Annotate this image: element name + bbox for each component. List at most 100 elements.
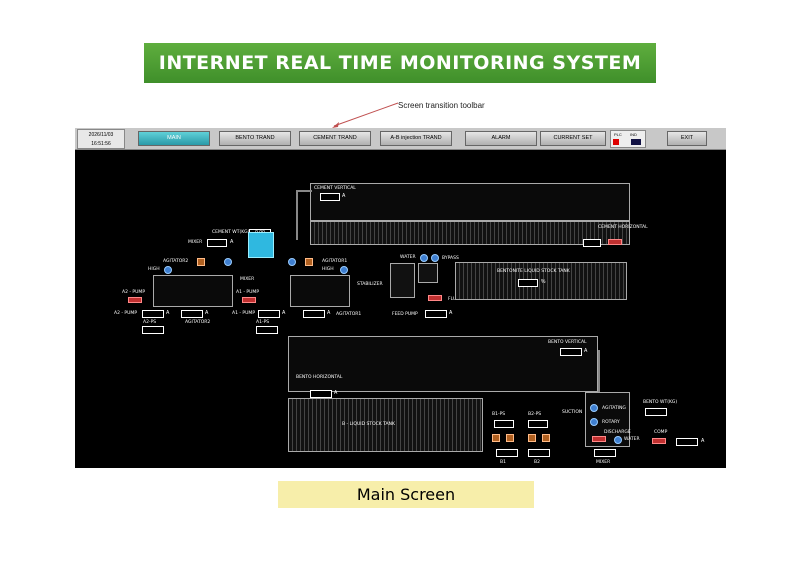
a2-pump-value: [142, 310, 164, 318]
bento-horizontal-value: [310, 390, 332, 398]
agitator1-value: [303, 310, 325, 318]
feed-pump-value: [425, 310, 447, 318]
cement-pipe-vertical: [296, 190, 298, 240]
ab-injection-trand-button[interactable]: A-B injection TRAND: [380, 131, 452, 146]
mixer2-discharge-motor: [592, 436, 606, 442]
unit-a: A: [584, 348, 588, 354]
bypass-valve: [431, 254, 439, 262]
b1-label: B1: [500, 460, 506, 465]
bento-pipe-vertical: [598, 350, 600, 420]
high-label-2: HIGH: [322, 267, 334, 272]
b2-ps-label: B2-PS: [528, 412, 542, 417]
exit-button[interactable]: EXIT: [667, 131, 707, 146]
date-text: 2026/11/03: [88, 132, 114, 138]
agitator2-value: [181, 310, 203, 318]
mixer-vessel: [248, 232, 274, 258]
mixer-current-value: [207, 239, 227, 247]
datetime-display: 2026/11/03 16:51:56: [77, 129, 125, 149]
rotary-indicator: [590, 418, 598, 426]
mixer2-value: [594, 449, 616, 457]
agitator1-bottom-label: AGITATOR1: [336, 312, 362, 317]
fluid-pump-motor: [428, 295, 442, 301]
bento-horizontal-label: BENTO HORIZONTAL: [296, 375, 343, 380]
b1-value: [496, 449, 518, 457]
b1-ps-value: [494, 420, 514, 428]
annotation-arrow: [332, 102, 399, 128]
plc-status: PLC IND: [610, 130, 646, 148]
agitator1-motor: [305, 258, 313, 266]
a1-ps-value: [256, 326, 278, 334]
mixer2-label: MIXER: [596, 460, 611, 465]
agitator2-motor: [197, 258, 205, 266]
stabilizer-screen: [418, 263, 438, 283]
agitator1-level-sensor: [288, 258, 296, 266]
discharge-label: DISCHARGE: [604, 430, 631, 435]
cement-horizontal-conveyor: [310, 221, 630, 245]
b1-ps-label: B1-PS: [492, 412, 506, 417]
a2-pump-top-label: A2 - PUMP: [122, 290, 146, 295]
water2-label: WATER: [624, 437, 640, 442]
current-set-button[interactable]: CURRENT SET: [540, 131, 606, 146]
a1-pump-label: A1 - PUMP: [232, 311, 256, 316]
cement-pipe-top: [296, 190, 312, 192]
b2-pump-motor: [528, 434, 536, 442]
bypass-label: BYPASS: [442, 256, 459, 261]
a1-ps-label: A1-PS: [256, 320, 270, 325]
cement-horizontal-motor: [608, 239, 622, 245]
a2-pump-label: A2 - PUMP: [114, 311, 138, 316]
stabilizer-panel: [390, 263, 415, 298]
comp-motor: [652, 438, 666, 444]
annotation-label: Screen transition toolbar: [398, 101, 485, 110]
cement-horizontal-label: CEMENT HORIZONTAL: [598, 225, 648, 230]
main-screen-caption: Main Screen: [278, 481, 534, 508]
b2-ps-value: [528, 420, 548, 428]
b2-pump-motor-2: [542, 434, 550, 442]
unit-a: A: [449, 310, 453, 316]
a1-pump-motor: [242, 297, 256, 303]
bento-trand-button[interactable]: BENTO TRAND: [219, 131, 291, 146]
agitating-label: AGITATING: [602, 406, 626, 411]
unit-a: A: [230, 239, 234, 245]
cement-horizontal-value: [583, 239, 601, 247]
cement-vertical-label: CEMENT VERTICAL: [314, 186, 356, 191]
a2-ps-label: A2-PS: [143, 320, 157, 325]
bentonite-stock-tank: [455, 262, 627, 300]
a1-pump-value: [258, 310, 280, 318]
unit-a: A: [282, 310, 286, 316]
a1-pump-top-label: A1 - PUMP: [236, 290, 260, 295]
bento-wt-value: [645, 408, 667, 416]
stabilizer-label: STABILIZER: [357, 282, 383, 287]
water-valve: [420, 254, 428, 262]
b1-pump-motor-2: [506, 434, 514, 442]
bento-vertical-silo: [288, 336, 598, 392]
unit-a: A: [334, 390, 338, 396]
cement-wt-label: CEMENT WT(KG): [212, 230, 250, 235]
a2-ps-value: [142, 326, 164, 334]
ind-label: IND: [630, 132, 637, 137]
bento-wt-label: BENTO WT(KG): [643, 400, 678, 405]
agitator2-label: AGITATOR2: [163, 259, 189, 264]
cement-vertical-silo: [310, 183, 630, 221]
unit-a: A: [342, 193, 346, 199]
ind-indicator: [631, 139, 641, 145]
water-label: WATER: [400, 255, 416, 260]
unit-pct: %: [541, 279, 546, 285]
agitator1-label: AGITATOR1: [322, 259, 348, 264]
plc-label: PLC: [614, 132, 622, 137]
cement-trand-button[interactable]: CEMENT TRAND: [299, 131, 371, 146]
feed-pump-label: FEED PUMP: [392, 312, 418, 317]
high-sensor-2: [340, 266, 348, 274]
water-indicator-2: [614, 436, 622, 444]
agitator2-bottom-label: AGITATOR2: [185, 320, 211, 325]
agitator2-tank: [153, 275, 233, 307]
bentonite-level-value: [518, 279, 538, 287]
b2-label: B2: [534, 460, 540, 465]
comp-label: COMP: [654, 430, 668, 435]
bento-vertical-label: BENTO VERTICAL: [548, 340, 587, 345]
b-stock-label: B - LIQUID STOCK TANK: [342, 422, 395, 427]
b1-pump-motor: [492, 434, 500, 442]
bento-vertical-value: [560, 348, 582, 356]
main-button[interactable]: MAIN: [138, 131, 210, 146]
alarm-button[interactable]: ALARM: [465, 131, 537, 146]
cement-vertical-value: [320, 193, 340, 201]
